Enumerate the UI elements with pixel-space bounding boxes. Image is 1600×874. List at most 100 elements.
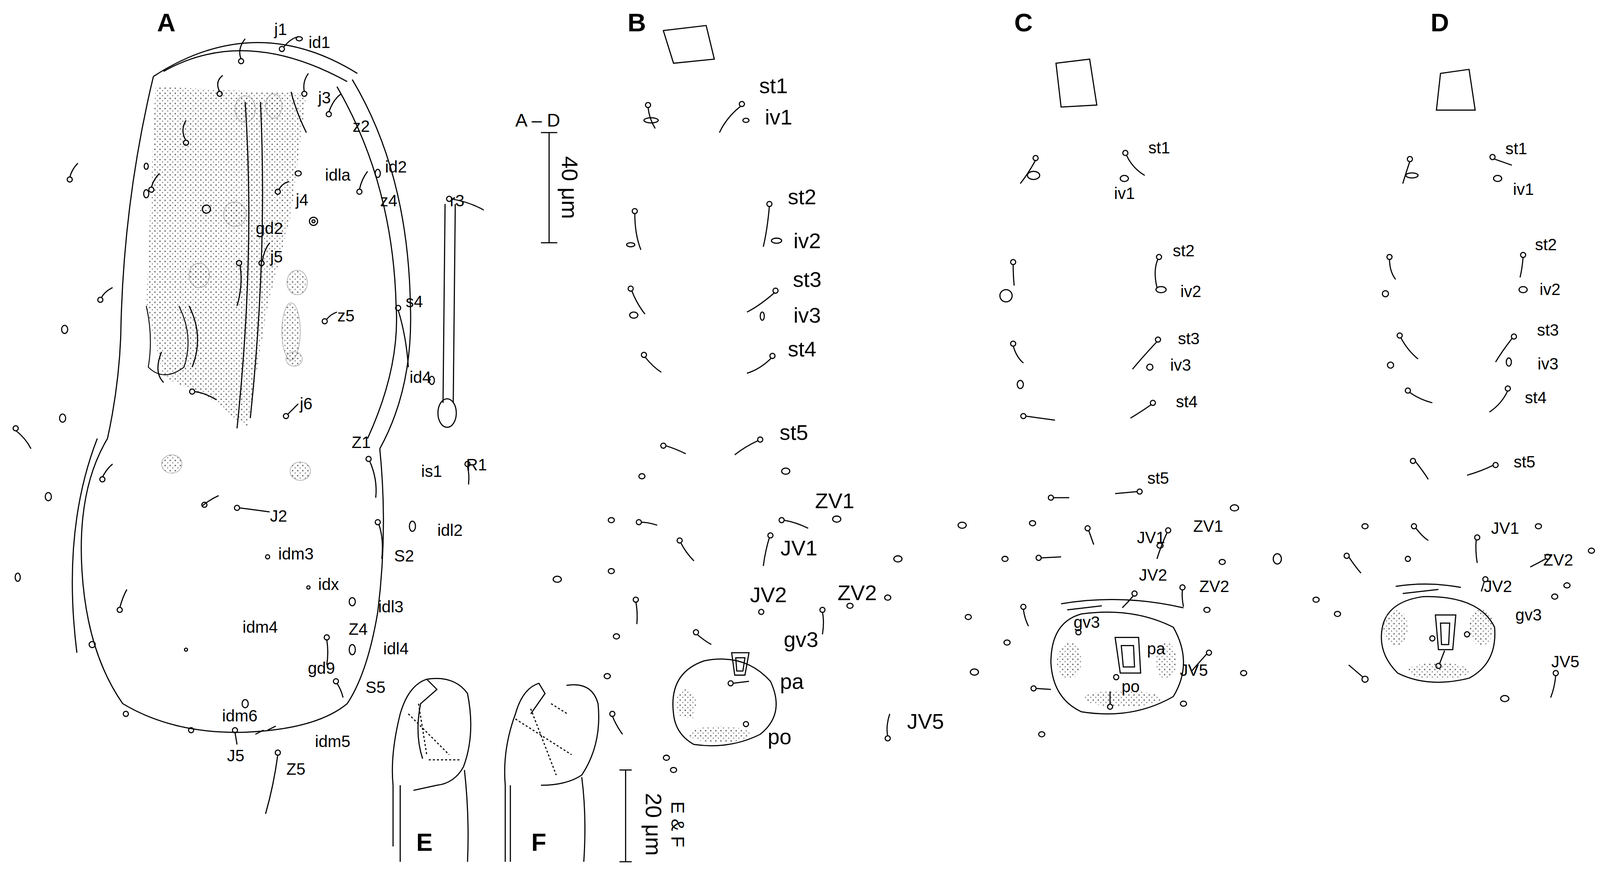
seta-label: st2 xyxy=(1171,242,1196,260)
seta-label: s4 xyxy=(404,293,425,311)
chelicera xyxy=(392,678,599,862)
seta-label: S2 xyxy=(392,547,416,565)
pore xyxy=(15,36,435,708)
seta-label: idla xyxy=(323,166,352,184)
seta xyxy=(13,36,470,814)
seta xyxy=(609,101,1559,741)
seta-label: Z1 xyxy=(350,434,372,452)
seta-label: j1 xyxy=(273,21,289,39)
seta-label: idx xyxy=(316,576,341,594)
seta-label: pa xyxy=(778,670,806,693)
seta-label: iv1 xyxy=(1112,185,1137,203)
seta-label: j3 xyxy=(316,89,333,107)
seta-label: A – D xyxy=(513,110,562,130)
seta-label: st3 xyxy=(1535,321,1561,339)
seta-label: iv2 xyxy=(1179,283,1203,301)
seta-label: idm5 xyxy=(313,733,352,751)
seta-label: gv3 xyxy=(782,628,820,652)
seta-label: gd9 xyxy=(306,659,337,677)
scale-bar xyxy=(540,132,558,243)
seta-label: pa xyxy=(1145,640,1167,658)
seta-label: st1 xyxy=(1147,139,1172,157)
seta-label: ZV2 xyxy=(836,581,879,605)
panel-letter: E xyxy=(415,830,434,856)
seta-label: Z5 xyxy=(285,760,307,779)
seta-label: iv2 xyxy=(1538,281,1562,299)
seta-label: r3 xyxy=(448,192,466,210)
seta-label: st4 xyxy=(1523,389,1548,407)
seta-label: z5 xyxy=(336,307,356,325)
seta-label: JV1 xyxy=(1135,528,1167,547)
seta-label: idm3 xyxy=(277,545,315,563)
seta-label: j5 xyxy=(268,248,285,266)
seta-label: JV5 xyxy=(1178,661,1209,679)
panel-letter: B xyxy=(626,9,647,36)
panel-letter: F xyxy=(530,830,548,856)
seta-label: iv3 xyxy=(792,304,822,327)
seta-label: idm6 xyxy=(220,707,259,725)
seta-label: gd2 xyxy=(254,220,285,238)
pore xyxy=(553,117,1595,773)
seta-label: ZV2 xyxy=(1197,578,1231,596)
seta-label: Z4 xyxy=(347,620,370,639)
dorsal-outline xyxy=(72,42,411,733)
seta-label: st2 xyxy=(786,185,818,209)
seta-label: iv3 xyxy=(1169,356,1193,374)
seta-label: J5 xyxy=(225,747,246,765)
seta-label: id4 xyxy=(408,369,433,387)
seta-label: st5 xyxy=(1512,453,1537,471)
panel-letter: C xyxy=(1013,9,1034,36)
seta-label: iv3 xyxy=(1536,355,1560,373)
seta-label: JV5 xyxy=(1549,653,1581,671)
scale-bar xyxy=(619,769,632,862)
seta-label: idl2 xyxy=(436,522,464,540)
seta-label: st5 xyxy=(1145,469,1171,488)
seta-label: po xyxy=(1120,678,1141,696)
seta-label: J2 xyxy=(268,507,289,525)
seta-label: gv3 xyxy=(1072,614,1102,632)
seta-label: idl4 xyxy=(382,640,410,658)
seta-label: is1 xyxy=(419,462,444,480)
seta-label: z2 xyxy=(351,118,372,136)
seta-label: ZV1 xyxy=(813,489,856,513)
ventral-plates xyxy=(663,25,1495,746)
seta-label: JV1 xyxy=(1489,520,1521,538)
seta-label: JV2 xyxy=(1137,566,1169,584)
scale-label: 20 μm xyxy=(641,791,665,857)
seta-label: JV1 xyxy=(779,536,819,560)
stalked-seta xyxy=(437,196,484,428)
seta-label: JV2 xyxy=(748,583,789,607)
panel-letter: A xyxy=(155,9,177,36)
seta-label: z4 xyxy=(378,192,399,210)
seta-label: st4 xyxy=(786,337,818,361)
seta-label: idl3 xyxy=(376,598,405,616)
seta-label: idm4 xyxy=(241,618,280,637)
seta-label: JV2 xyxy=(1482,578,1514,596)
seta-label: S5 xyxy=(364,679,387,697)
seta-label: ZV1 xyxy=(1191,518,1225,536)
stippled-patch xyxy=(161,93,311,481)
seta-label: iv1 xyxy=(1511,181,1535,199)
seta-label: po xyxy=(766,725,794,748)
seta-label: st1 xyxy=(1504,140,1529,158)
seta-label: j4 xyxy=(294,191,310,209)
seta-label: st4 xyxy=(1174,393,1200,411)
seta-label: st2 xyxy=(1533,236,1559,254)
seta-label: R1 xyxy=(464,456,488,474)
seta-label: iv1 xyxy=(763,106,794,129)
seta-label: ZV2 xyxy=(1541,551,1575,569)
scale-label: E & F xyxy=(668,800,688,849)
seta-label: id1 xyxy=(307,34,332,52)
seta-label: gv3 xyxy=(1514,606,1544,624)
scale-label: 40 μm xyxy=(557,155,582,221)
seta-label: st5 xyxy=(778,421,810,444)
seta-label: st3 xyxy=(1176,330,1202,348)
seta-label: id2 xyxy=(383,158,409,176)
seta-label: st1 xyxy=(758,74,790,97)
seta-label: JV5 xyxy=(905,710,946,733)
seta-label: st3 xyxy=(791,268,823,291)
seta-label: iv2 xyxy=(792,229,822,252)
seta-label: j6 xyxy=(298,395,314,413)
panel-letter: D xyxy=(1429,9,1451,36)
